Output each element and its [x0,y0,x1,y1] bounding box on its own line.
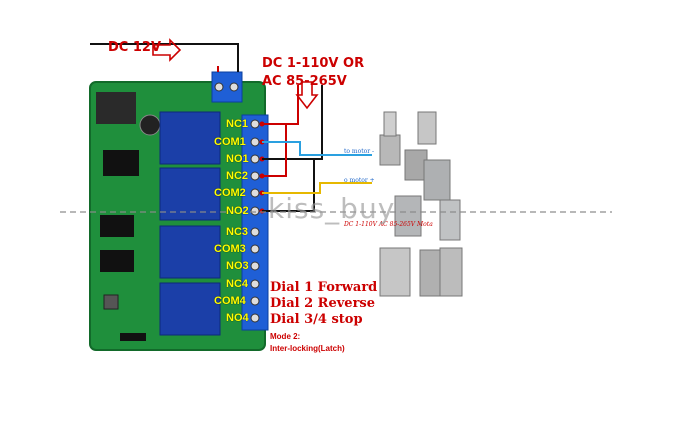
dial-button [103,294,119,310]
terminal-com3: COM3 [214,243,246,255]
motor-icon [379,111,463,297]
terminal-com2: COM2 [214,187,246,199]
motor-plus-label: o motor + [344,177,375,184]
terminal-com1: COM1 [214,136,246,148]
watermark: kiss_buy [268,192,396,225]
terminal-nc2: NC2 [226,170,249,182]
dial2-label: Dial 2 Reverse [270,296,376,311]
ic-chip [100,250,134,272]
arrow-right-icon [152,38,182,62]
dc12v-label: DC 12V [108,40,162,55]
mode-text: Inter-locking(Latch) [270,344,345,353]
terminal-no4: NO4 [226,312,249,324]
relay-3 [159,225,221,279]
relay-4 [159,282,221,336]
motor-minus-label: to motor - [344,148,375,155]
arrow-down-icon [295,81,319,110]
relays [159,111,221,336]
dial1-label: Dial 1 Forward [270,280,378,295]
motor-caption: DC 1-110V AC 85-265V Mota [344,221,433,228]
capacitor [139,114,161,136]
terminal-screws [250,119,260,323]
dc-range-label: DC 1-110V OR [262,56,365,71]
terminal-nc1: NC1 [226,118,249,130]
dial3-label: Dial 3/4 stop [270,312,363,327]
terminal-no1: NO1 [226,153,249,165]
ic-chip [103,150,139,176]
mode-title: Mode 2: [270,332,301,341]
terminal-no2: NO2 [226,205,249,217]
header-pins [120,333,146,341]
terminal-com4: COM4 [214,295,246,307]
terminal-no3: NO3 [226,260,249,272]
dc-jack [96,92,136,124]
wires [90,43,372,212]
ac-range-label: AC 85-265V [262,74,347,89]
terminal-nc3: NC3 [226,226,249,238]
output-terminal-block [241,114,269,331]
ic-chip [100,215,134,237]
terminal-nc4: NC4 [226,278,249,290]
relay-1 [159,111,221,165]
